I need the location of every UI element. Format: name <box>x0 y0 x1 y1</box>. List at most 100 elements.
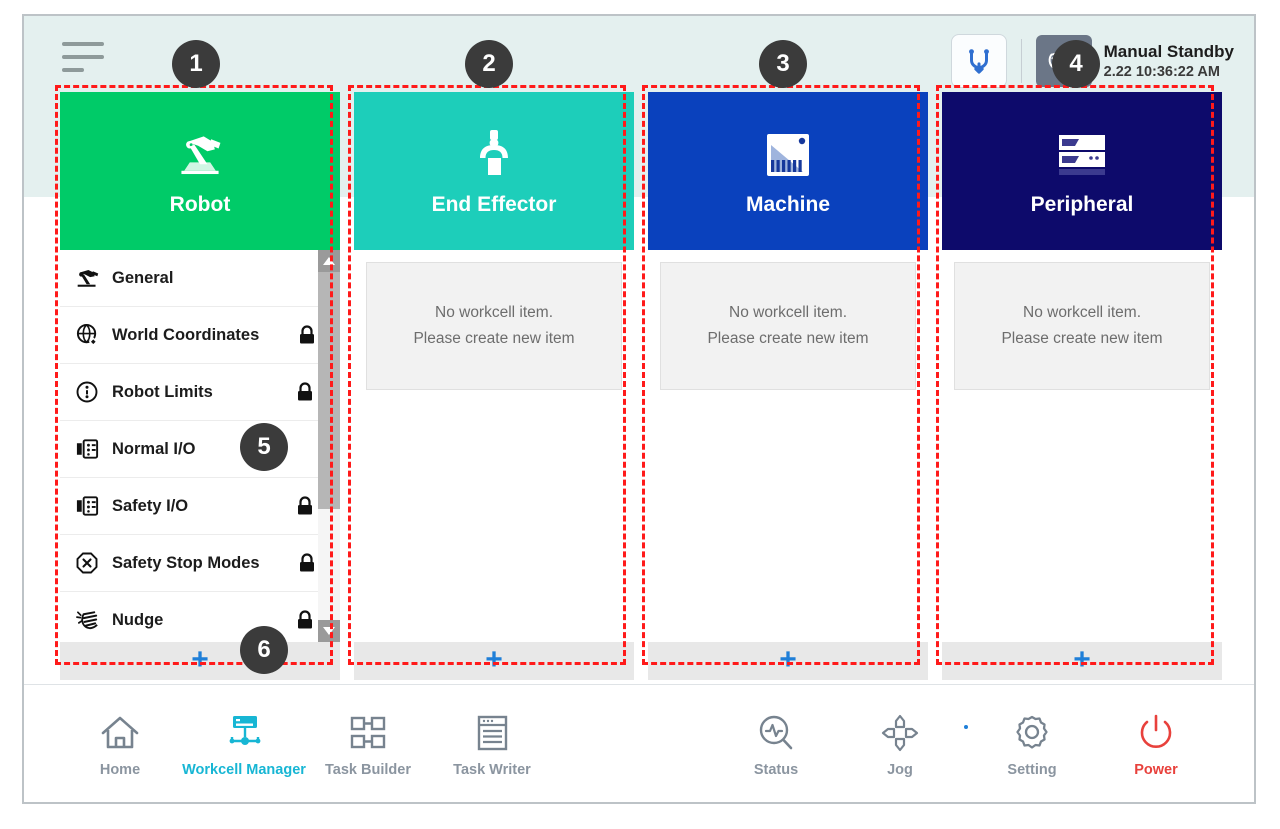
list-item[interactable]: Normal I/O <box>60 421 340 478</box>
nav-label: Jog <box>887 762 913 778</box>
empty-line-2: Please create new item <box>707 330 869 347</box>
list-item-label: Robot Limits <box>112 382 213 401</box>
workcell-column-robot: Robot Genera <box>60 92 340 680</box>
header-right-group: Manual Standby 2.22 10:36:22 AM <box>950 30 1240 92</box>
workcell-body-peripheral: No workcell item. Please create new item <box>942 250 1222 642</box>
plus-icon: + <box>191 642 209 676</box>
empty-line-2: Please create new item <box>1001 330 1163 347</box>
nav-item-power[interactable]: Power <box>1094 709 1218 778</box>
plus-icon: + <box>1073 642 1091 676</box>
empty-line-1: No workcell item. <box>435 304 553 322</box>
nav-label: Workcell Manager <box>182 762 306 778</box>
empty-line-1: No workcell item. <box>729 304 847 322</box>
workcell-body-end-effector: No workcell item. Please create new item <box>354 250 634 642</box>
gear-icon <box>1011 709 1053 757</box>
workcell-column-peripheral: Peripheral No workcell item. Please crea… <box>942 92 1222 680</box>
workcell-column-end-effector: End Effector No workcell item. Please cr… <box>354 92 634 680</box>
globe-coordinates-icon <box>70 323 104 348</box>
nav-item-task-builder[interactable]: Task Builder <box>306 709 430 778</box>
add-peripheral-item-button[interactable]: + <box>942 642 1222 680</box>
hamburger-bar-2 <box>62 55 104 59</box>
list-item[interactable]: Safety I/O <box>60 478 340 535</box>
robot-reset-icon[interactable] <box>950 34 1007 88</box>
robot-arm-icon <box>172 125 228 185</box>
empty-line-2: Please create new item <box>413 330 575 347</box>
status-block: Manual Standby 2.22 10:36:22 AM <box>1104 41 1234 80</box>
list-item[interactable]: Safety Stop Modes <box>60 535 340 592</box>
lock-icon <box>298 553 316 573</box>
hamburger-bar-1 <box>62 42 104 46</box>
robot-reset-glyph <box>968 49 989 74</box>
workcell-column-machine: Machine No workcell item. Please create … <box>648 92 928 680</box>
lock-icon <box>296 382 314 402</box>
list-scrollbar[interactable] <box>318 250 340 642</box>
scrollbar-thumb[interactable] <box>318 272 340 509</box>
lock-icon <box>296 610 314 630</box>
nav-item-jog[interactable]: Jog <box>838 709 962 778</box>
add-end-effector-item-button[interactable]: + <box>354 642 634 680</box>
status-pulse-icon <box>755 709 797 757</box>
empty-state-peripheral: No workcell item. Please create new item <box>954 262 1210 390</box>
nav-item-task-writer[interactable]: Task Writer <box>430 709 554 778</box>
peripheral-rack-icon <box>1055 125 1109 185</box>
task-writer-icon <box>471 709 513 757</box>
scrollbar-track[interactable] <box>318 272 340 620</box>
add-robot-item-button[interactable]: + <box>60 642 340 680</box>
limits-circle-icon <box>70 380 104 404</box>
lock-icon <box>296 496 314 516</box>
nav-label: Task Writer <box>453 762 531 778</box>
empty-state-machine: No workcell item. Please create new item <box>660 262 916 390</box>
workcell-body-machine: No workcell item. Please create new item <box>648 250 928 642</box>
io-module-icon <box>70 437 104 461</box>
list-item[interactable]: General <box>60 250 340 307</box>
separator-dot <box>964 724 968 729</box>
list-item-label: World Coordinates <box>112 325 260 344</box>
manual-hand-icon[interactable] <box>1035 35 1092 87</box>
bottom-navigation-bar: Home Workcell Manage <box>24 684 1254 802</box>
nav-item-workcell-manager[interactable]: Workcell Manager <box>182 709 306 778</box>
gripper-icon <box>472 125 516 185</box>
status-title: Manual Standby <box>1103 42 1234 62</box>
nudge-hand-icon <box>70 608 104 632</box>
nav-label: Power <box>1134 762 1178 778</box>
scroll-up-arrow-icon[interactable] <box>318 250 340 272</box>
workcell-manager-icon <box>223 709 265 757</box>
workcell-header-peripheral[interactable]: Peripheral <box>942 92 1222 250</box>
nav-item-home[interactable]: Home <box>58 709 182 778</box>
nav-label: Home <box>99 762 141 778</box>
robot-arm-small-icon <box>70 267 104 289</box>
list-item[interactable]: Robot Limits <box>60 364 340 421</box>
workcell-header-robot[interactable]: Robot <box>60 92 340 250</box>
task-builder-icon <box>347 709 389 757</box>
list-item[interactable]: World Coordinates <box>60 307 340 364</box>
list-item-label: General <box>112 268 174 287</box>
workcell-header-end-effector[interactable]: End Effector <box>354 92 634 250</box>
plus-icon: + <box>779 642 797 676</box>
workcell-header-machine[interactable]: Machine <box>648 92 928 250</box>
application-frame: Manual Standby 2.22 10:36:22 AM <box>22 14 1256 804</box>
workcell-title-peripheral: Peripheral <box>1030 193 1134 216</box>
empty-line-1: No workcell item. <box>1023 304 1141 322</box>
list-item-label: Safety I/O <box>112 496 189 515</box>
robot-item-list[interactable]: General World Coordinates <box>60 250 340 642</box>
nav-item-setting[interactable]: Setting <box>970 709 1094 778</box>
header-divider <box>1020 39 1022 83</box>
hamburger-bar-3 <box>62 68 84 72</box>
add-machine-item-button[interactable]: + <box>648 642 928 680</box>
empty-state-end-effector: No workcell item. Please create new item <box>366 262 622 390</box>
hamburger-icon[interactable] <box>62 42 108 82</box>
scroll-down-arrow-icon[interactable] <box>318 620 340 642</box>
io-module-icon <box>70 494 104 518</box>
manual-hand-glyph <box>1048 50 1075 72</box>
robot-arm-glyph <box>181 136 221 175</box>
nav-label: Task Builder <box>325 762 411 778</box>
jog-arrows-icon <box>879 709 921 757</box>
status-timestamp: 2.22 10:36:22 AM <box>1103 63 1220 80</box>
power-icon <box>1135 709 1177 757</box>
nav-item-status[interactable]: Status <box>714 709 838 778</box>
workcell-title-end-effector: End Effector <box>431 193 557 216</box>
machine-icon <box>763 125 813 185</box>
workcell-body-robot: General World Coordinates <box>60 250 340 642</box>
gripper-glyph <box>480 130 508 175</box>
list-item[interactable]: Nudge <box>60 592 340 642</box>
